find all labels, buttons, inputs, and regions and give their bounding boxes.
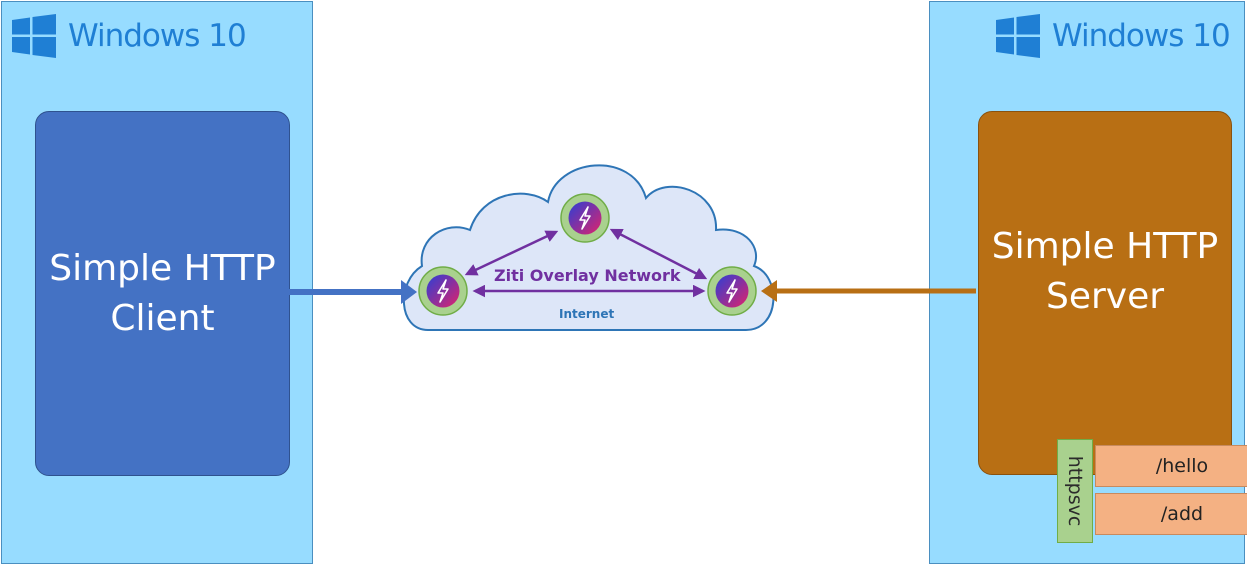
server-os-brand: Windows 10 — [996, 14, 1231, 58]
client-arrow-head — [401, 280, 417, 304]
windows-logo-icon — [12, 14, 56, 58]
windows-logo-icon — [996, 14, 1040, 58]
server-os-name: Windows 10 — [1052, 18, 1231, 54]
client-os-brand: Windows 10 — [12, 14, 247, 58]
ziti-node-left — [418, 266, 468, 316]
server-host-panel: Windows 10 Simple HTTP Server httpsvc /h… — [929, 1, 1247, 564]
client-host-panel: Windows 10 Simple HTTP Client — [1, 1, 313, 564]
route-add: /add — [1095, 493, 1247, 535]
server-app-title: Simple HTTP Server — [991, 226, 1219, 317]
ziti-node-icon — [579, 206, 591, 230]
route-hello: /hello — [1095, 445, 1247, 487]
service-tab: httpsvc — [1057, 439, 1093, 543]
overlay-link-top-right — [609, 228, 708, 280]
ziti-node-top — [560, 193, 610, 243]
client-os-name: Windows 10 — [68, 18, 247, 54]
overlay-link-left-top — [464, 230, 559, 276]
internet-label: Internet — [559, 307, 615, 321]
overlay-network-label: Ziti Overlay Network — [494, 266, 681, 285]
ziti-node-right — [707, 266, 757, 316]
server-app-box: Simple HTTP Server httpsvc /hello /add — [978, 111, 1247, 543]
client-app-title: Simple HTTP Client — [49, 247, 276, 339]
ziti-node-icon — [726, 279, 738, 303]
server-arrow-head — [761, 280, 777, 302]
ziti-node-icon — [437, 279, 449, 303]
